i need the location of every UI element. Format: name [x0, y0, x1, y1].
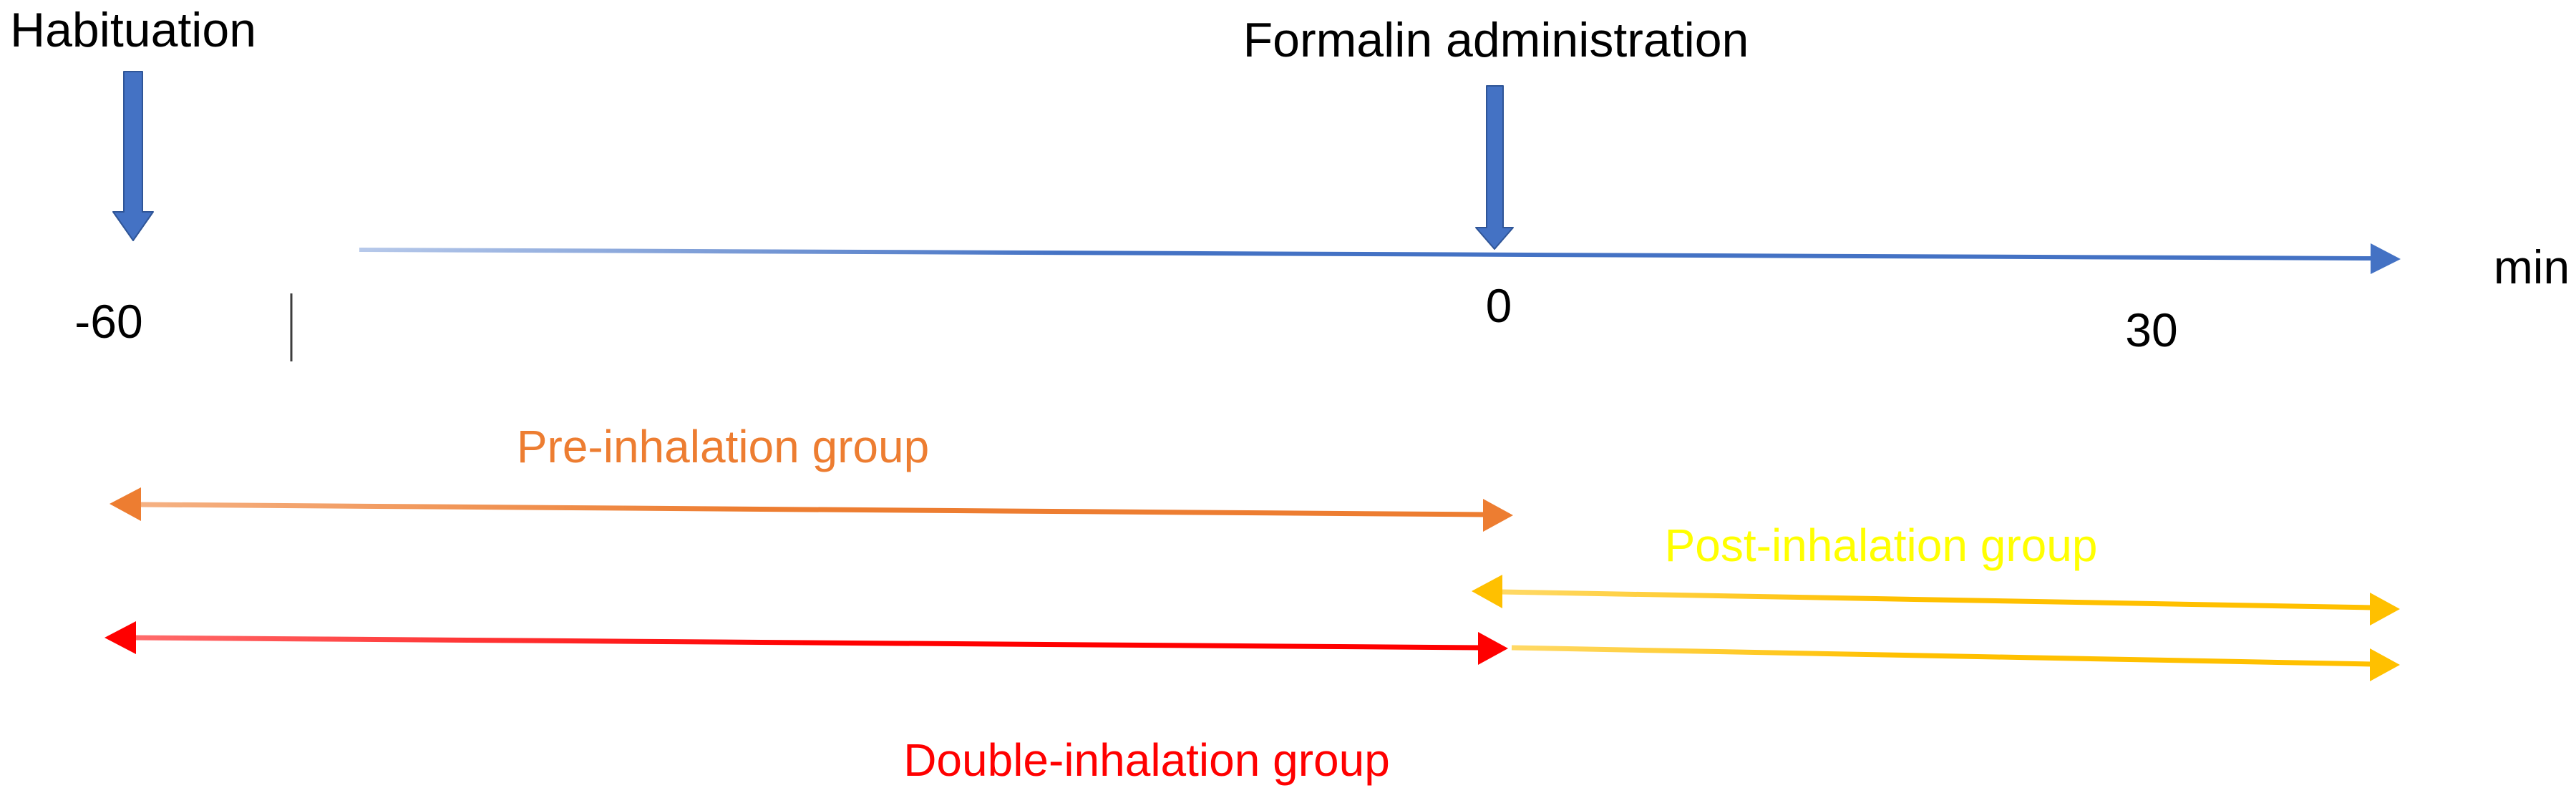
axis-unit-label: min	[2493, 240, 2570, 293]
post-group-arrow-line	[1500, 589, 2373, 610]
double-group-right-arrowhead-icon	[1478, 632, 1508, 665]
post-inhalation-group-label: Post-inhalation group	[1664, 520, 2098, 571]
formalin-event-arrow-icon	[1475, 85, 1514, 250]
formalin-event-label: Formalin administration	[1243, 13, 1749, 67]
pre-inhalation-group-label: Pre-inhalation group	[516, 421, 930, 472]
habituation-event-label: Habituation	[10, 3, 257, 57]
tick-label-minus60: -60	[74, 295, 143, 348]
pre-group-arrow-line	[140, 502, 1486, 517]
tick-label-30: 30	[2125, 303, 2178, 356]
timeline-arrowhead-icon	[2371, 243, 2401, 274]
post-group-right-arrowhead-icon	[2370, 593, 2400, 626]
double-group-gold-right-arrowhead-icon	[2370, 648, 2400, 681]
post-group-left-arrowhead-icon	[1472, 575, 1502, 608]
double-inhalation-group-label: Double-inhalation group	[903, 734, 1390, 786]
double-group-left-arrowhead-icon	[105, 621, 136, 654]
tick-label-0: 0	[1485, 279, 1512, 332]
pre-group-left-arrowhead-icon	[110, 487, 141, 521]
pre-group-right-arrowhead-icon	[1483, 499, 1513, 532]
double-group-gold-arrow-line	[1511, 645, 2373, 667]
timeline-axis-line	[359, 248, 2374, 261]
habituation-event-arrow-icon	[112, 71, 154, 241]
double-group-red-arrow-line	[133, 635, 1481, 651]
